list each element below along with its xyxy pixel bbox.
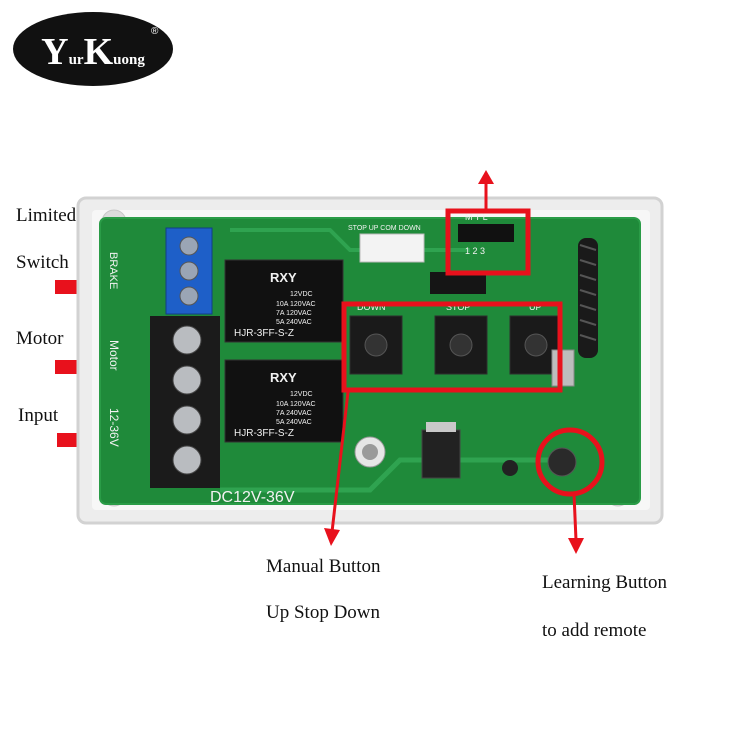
relay1-rating-4: 5A 240VAC [276,319,312,326]
label-input: Input [18,405,59,426]
silk-connector: STOP UP COM DOWN [348,225,421,232]
label-limited: Limited [16,205,77,226]
label-learning-button: Learning Button [542,572,668,593]
brand-logo: YurKuong ® [12,10,174,88]
silk-jumper-letters: M T L [465,212,488,222]
relay1-rating-3: 7A 120VAC [276,310,312,317]
relay2-brand: RXY [270,370,297,385]
silk-12-36v: 12-36V [107,408,121,447]
logo-text: YurKuong [41,31,145,73]
manual-buttons-highlight-box [341,301,563,393]
jumper-highlight-box [445,208,531,276]
logo-oval [13,12,173,86]
relay2-rating-2: 10A 120VAC [276,401,316,408]
relay1-rating-1: 12VDC [290,291,313,298]
silk-stop: STOP [446,302,470,312]
relay2-model: HJR-3FF-S-Z [234,428,294,439]
label-up-stop-down: Up Stop Down [266,602,381,623]
silk-jumper-numbers: 1 2 3 [465,246,485,256]
arrow-down-learning-icon [568,538,584,554]
silk-up: UP [529,302,542,312]
relay1-model: HJR-3FF-S-Z [234,328,294,339]
learning-button-highlight-circle [535,427,605,497]
arrow-down-manual-icon [324,528,340,546]
relay2-rating-3: 7A 240VAC [276,410,312,417]
relay2-rating-4: 5A 240VAC [276,419,312,426]
arrow-up-icon [478,170,494,184]
relay1-brand: RXY [270,270,297,285]
silk-down: DOWN [357,302,386,312]
label-add-remote: to add remote [542,620,647,641]
label-manual-button: Manual Button [266,556,381,577]
relay2-rating-1: 12VDC [290,391,313,398]
silk-brake: BRAKE [107,252,119,289]
registered-mark: ® [151,26,159,37]
silk-motor: Motor [107,340,121,371]
label-switch: Switch [16,252,69,273]
relay1-rating-2: 10A 120VAC [276,301,316,308]
silk-dc-voltage: DC12V-36V [210,489,295,506]
label-motor: Motor [16,328,64,349]
controller-board-photo: BRAKE Motor 12-36V RXY 12VDC 10A 120VAC … [76,196,664,525]
